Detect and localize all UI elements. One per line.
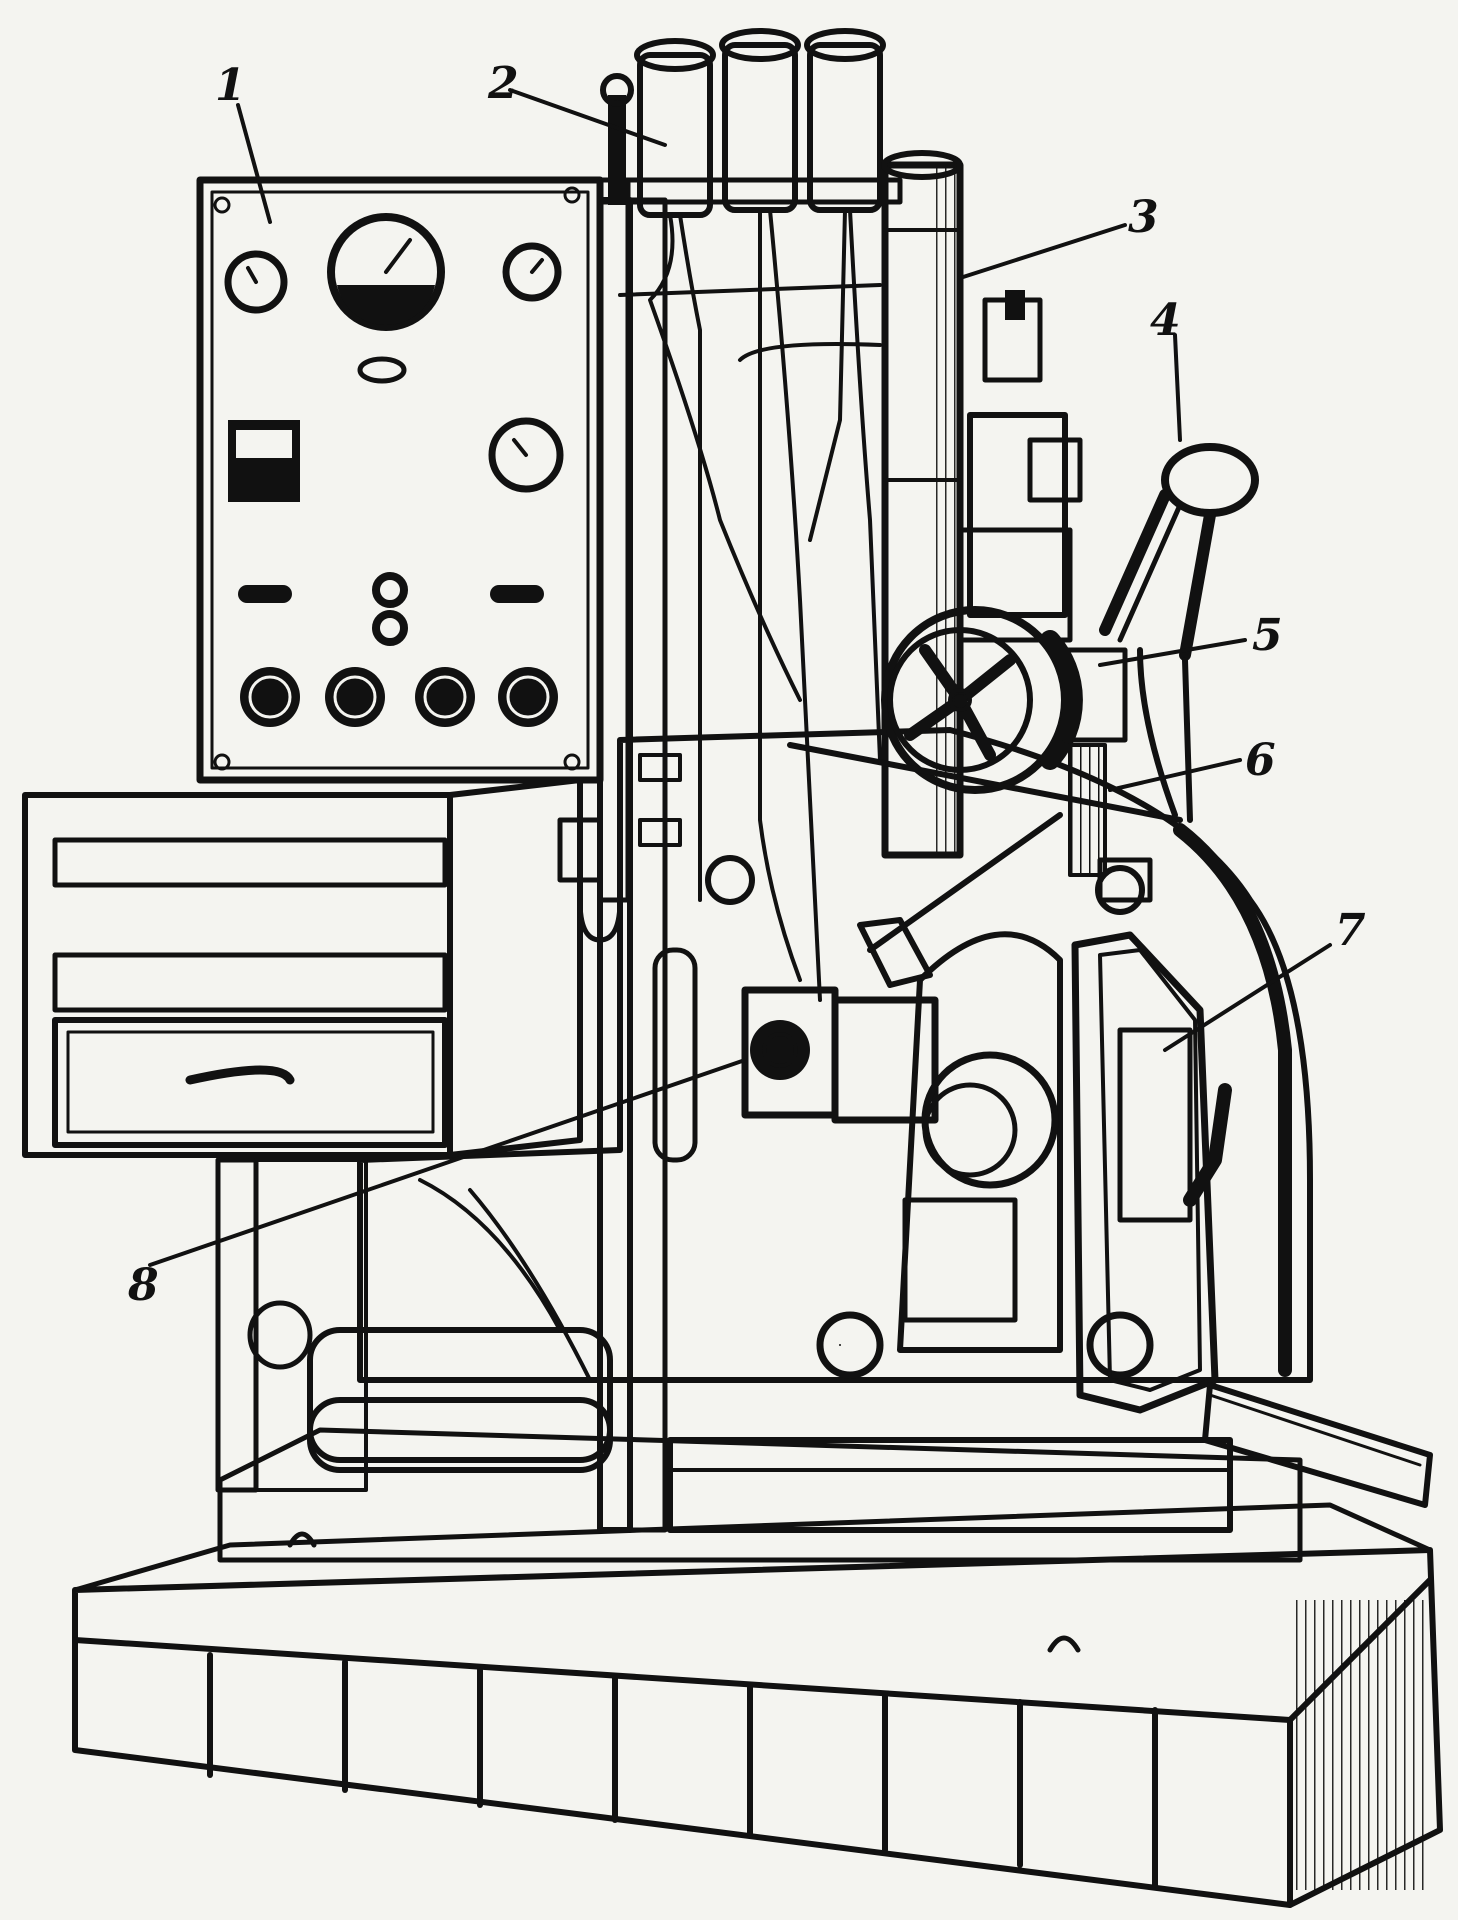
engine-cylinder (957, 290, 1083, 643)
switch-icon (490, 585, 544, 603)
callout-1: 1 (215, 60, 246, 111)
callout-6: 6 (1245, 735, 1276, 786)
knob-icon (415, 667, 475, 727)
callout-5: 5 (1252, 610, 1283, 661)
base-platform (72, 1502, 1443, 1908)
fuel-burettes (600, 28, 886, 297)
knob-icon (325, 667, 385, 727)
dynamometer (1071, 865, 1232, 1414)
frame-columns (597, 177, 903, 1533)
fuel-lines (648, 208, 882, 1002)
knob-icon (498, 667, 558, 727)
knob-icon (240, 667, 300, 727)
gauge-icon (488, 417, 564, 493)
meter-icon (228, 420, 300, 502)
callout-2: 2 (487, 58, 519, 109)
gauge-icon (502, 242, 562, 302)
control-cabinet (22, 777, 583, 1493)
gauge-icon (224, 250, 288, 314)
engine-plinth (217, 1327, 1303, 1563)
leader-lines (148, 88, 1332, 1267)
callout-labels: 1 2 3 4 5 6 7 8 (127, 58, 1366, 1311)
drawer-handle-icon (185, 1065, 295, 1085)
housing-fittings (557, 753, 1153, 1346)
crankcase (741, 917, 1154, 1379)
callout-8: 8 (127, 1260, 159, 1311)
dark-housing (357, 727, 1313, 1383)
callout-7: 7 (1335, 905, 1366, 956)
main-gauge-icon (327, 213, 445, 331)
switch-icon (238, 585, 292, 603)
callout-4: 4 (1150, 295, 1181, 346)
callout-3: 3 (1128, 192, 1159, 243)
exhaust-pipe (881, 150, 964, 859)
cooling-fan (881, 606, 1128, 794)
discharge-chute (1202, 1382, 1433, 1508)
control-lever (1099, 443, 1259, 661)
